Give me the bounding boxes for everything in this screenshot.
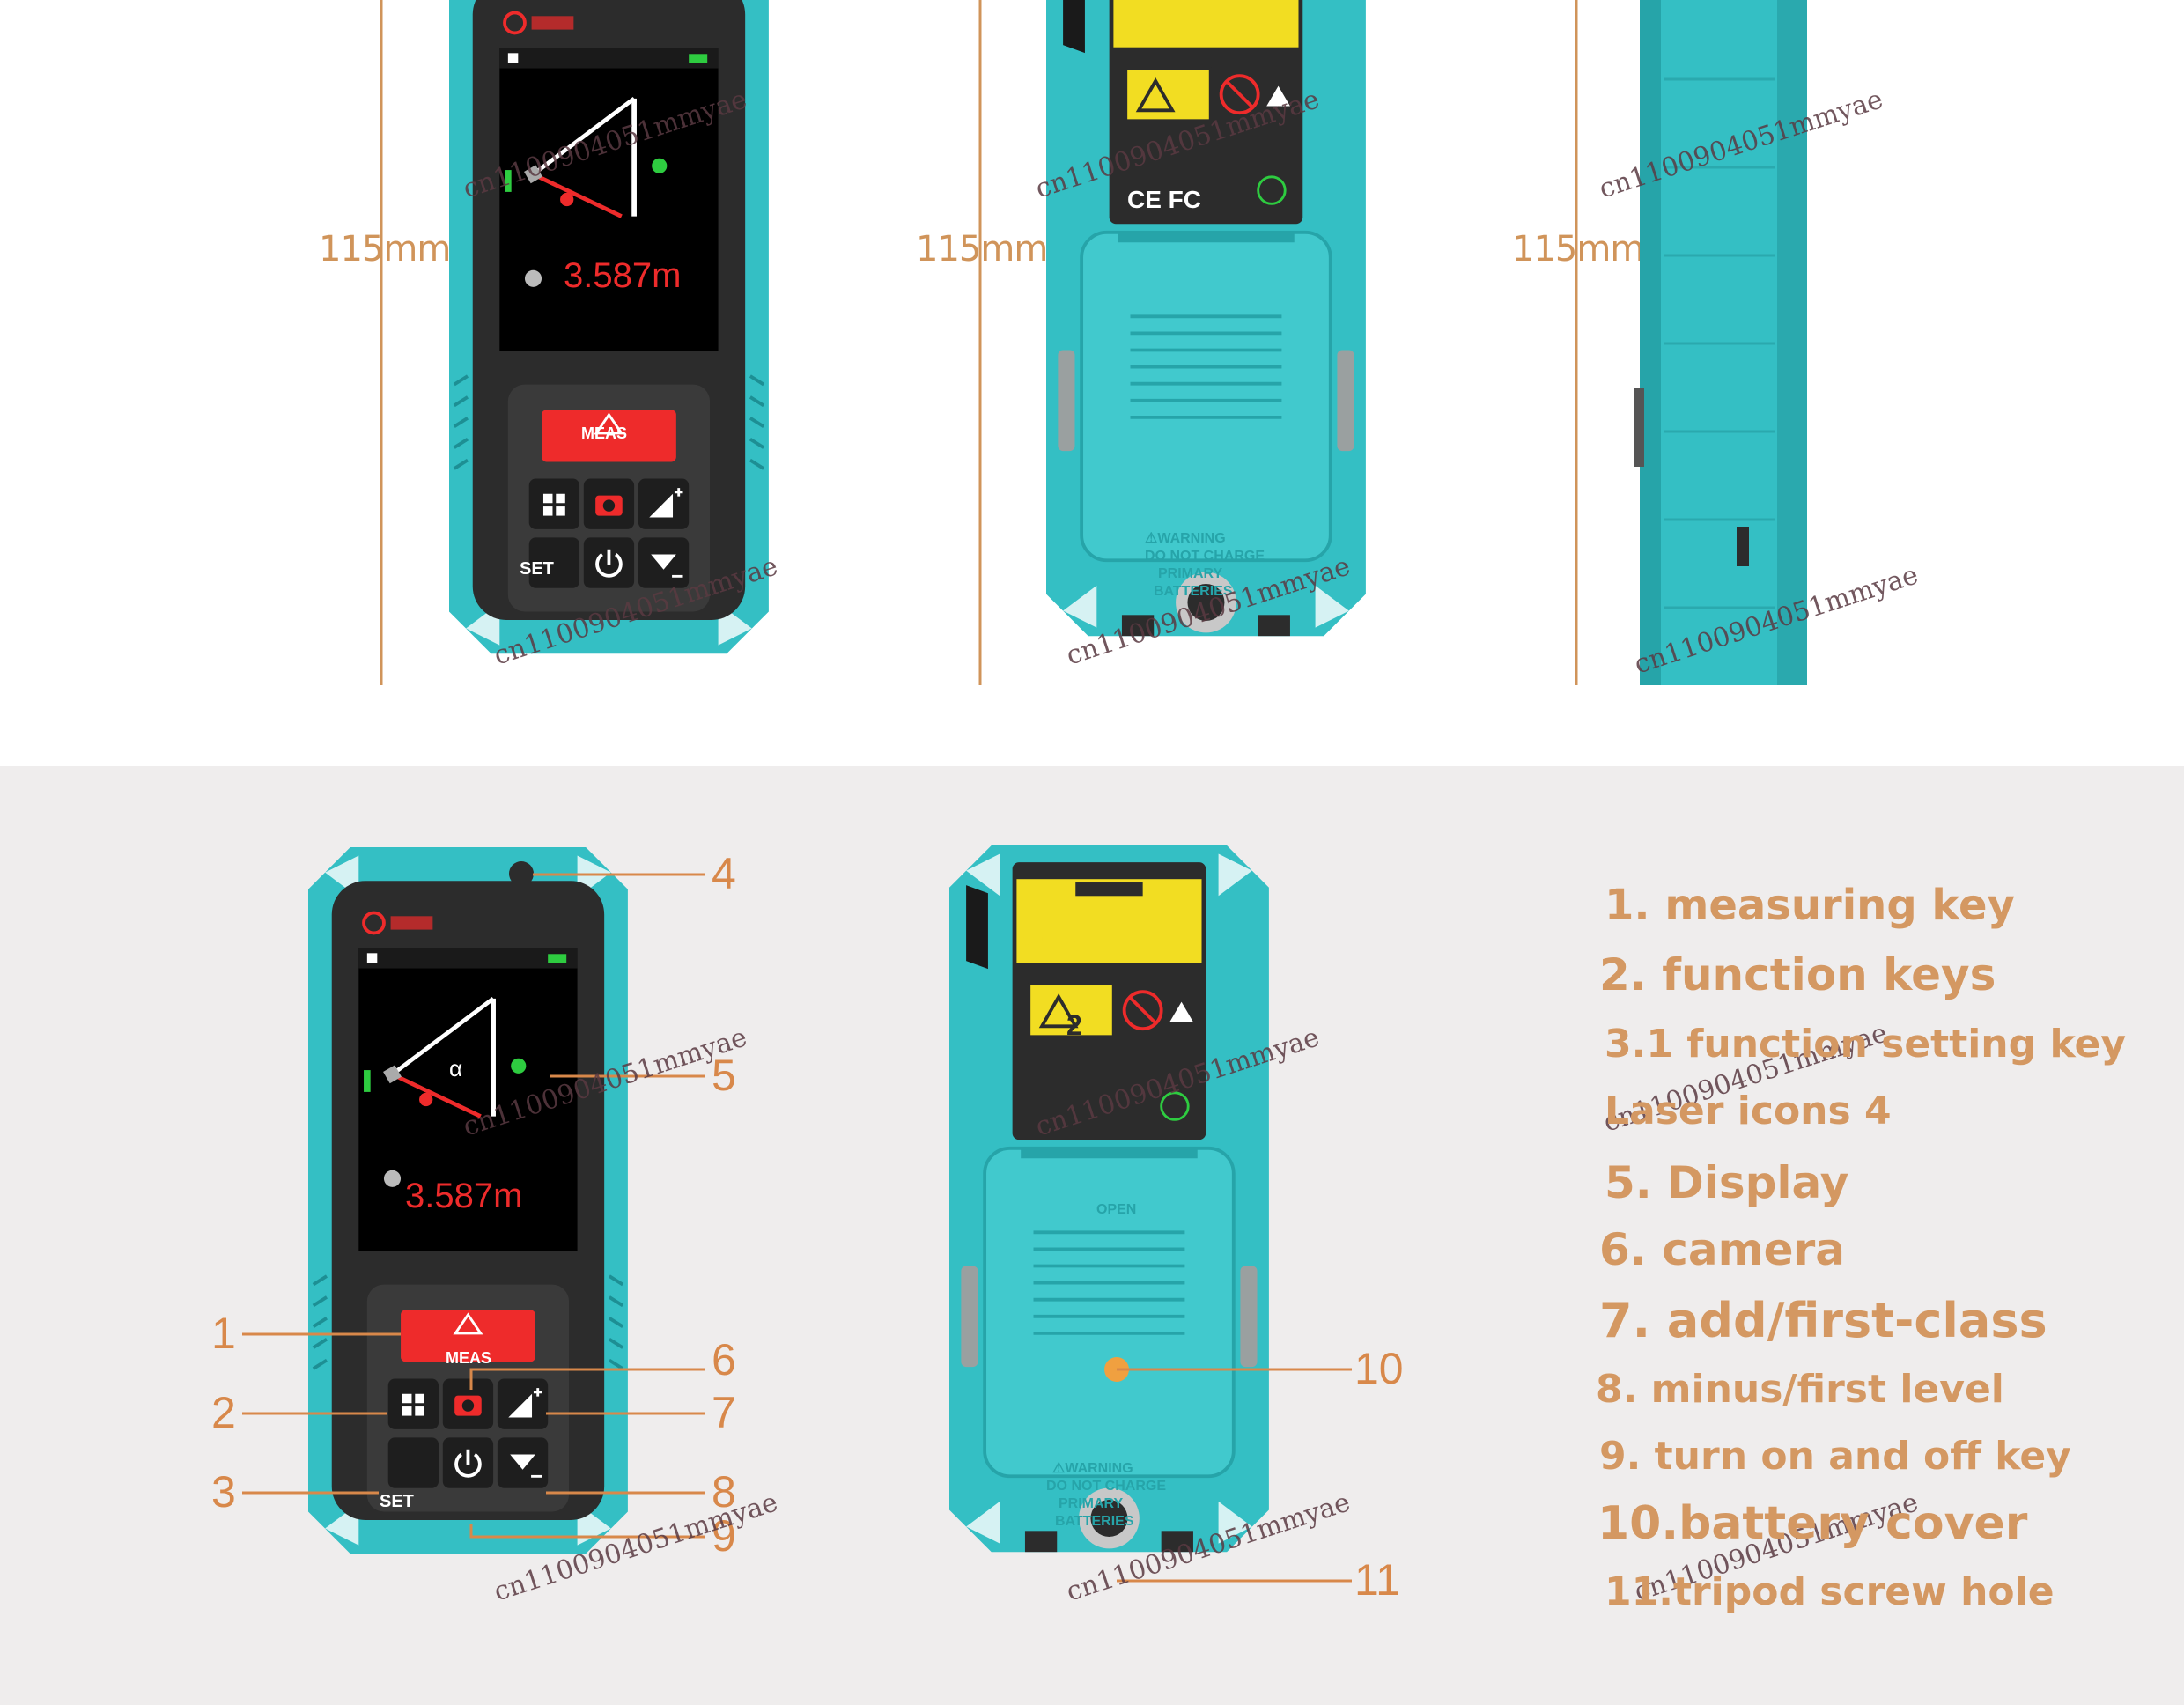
open-label: OPEN: [1096, 1202, 1136, 1217]
callout-10: 10: [1354, 1344, 1404, 1393]
warning-text-bottom-4: BATTERIES: [1055, 1514, 1134, 1529]
side-view: [1634, 0, 1807, 685]
legend-item-4: Laser icons 4: [1605, 1089, 1892, 1133]
meas-key-label-bottom: MEAS: [446, 1349, 491, 1367]
callout-6: 6: [712, 1335, 736, 1384]
angle-symbol: α: [449, 1055, 462, 1081]
callout-1: 1: [211, 1309, 236, 1358]
front-view-labeled: 3.587m α MEAS SET: [308, 847, 628, 1554]
warning-text-bottom-3: PRIMARY: [1059, 1496, 1124, 1511]
callout-9: 9: [712, 1511, 736, 1561]
set-key-label-top: SET: [520, 559, 554, 579]
callout-lines: [242, 873, 1352, 1583]
back-view-top: ⚠WARNING DO NOT CHARGE PRIMARY BATTERIES…: [1044, 0, 1368, 638]
callout-11: 11: [1354, 1555, 1400, 1605]
legend-item-1: 1. measuring key: [1605, 881, 2015, 930]
warning-text-top-3: PRIMARY: [1158, 566, 1223, 581]
legend-item-2: 2. function keys: [1599, 949, 1996, 1000]
legend-item-11: 11.tripod screw hole: [1605, 1569, 2055, 1614]
distance-reading-top: 3.587m: [564, 256, 681, 295]
callout-2: 2: [211, 1388, 236, 1437]
warning-text-top-2: DO NOT CHARGE: [1145, 549, 1265, 564]
callout-5: 5: [712, 1051, 736, 1100]
caution-label: CAUTION: [1022, 934, 1078, 948]
height-dimension-front: 115mm: [319, 229, 450, 269]
warning-text-top-4: BATTERIES: [1154, 584, 1233, 599]
callout-3: 3: [211, 1467, 236, 1517]
set-key-label-bottom: SET: [380, 1492, 414, 1511]
front-view-top: 3.587m MEAS SET: [449, 0, 769, 653]
distance-reading-bottom: 3.587m: [405, 1177, 522, 1215]
callout-7: 7: [712, 1388, 736, 1437]
height-dimension-back: 115mm: [916, 229, 1047, 269]
height-dimension-side: 115mm: [1512, 229, 1643, 269]
back-view-labeled: CAUTION 2 OPEN ⚠WARNING DO NOT CHARGE PR…: [948, 844, 1271, 1554]
callout-8: 8: [712, 1467, 736, 1517]
cert-marks-top: CE FC: [1127, 186, 1201, 213]
legend-item-10: 10.battery cover: [1597, 1497, 2028, 1550]
warning-text-bottom-1: ⚠WARNING: [1052, 1461, 1133, 1476]
legend-item-6: 6. camera: [1599, 1224, 1845, 1275]
legend-item-5: 5. Display: [1605, 1157, 1849, 1208]
legend-item-7: 7. add/first-class: [1599, 1293, 2048, 1348]
callout-4: 4: [712, 849, 736, 898]
warning-text-top-1: ⚠WARNING: [1145, 531, 1226, 546]
warning-text-bottom-2: DO NOT CHARGE: [1046, 1479, 1166, 1494]
legend-item-9: 9. turn on and off key: [1599, 1434, 2071, 1479]
legend-item-8: 8. minus/first level: [1596, 1367, 2004, 1412]
legend-item-3: 3.1 function setting key: [1605, 1022, 2127, 1067]
laser-class-number: 2: [1066, 1009, 1082, 1041]
meas-key-label-top: MEAS: [581, 424, 627, 442]
